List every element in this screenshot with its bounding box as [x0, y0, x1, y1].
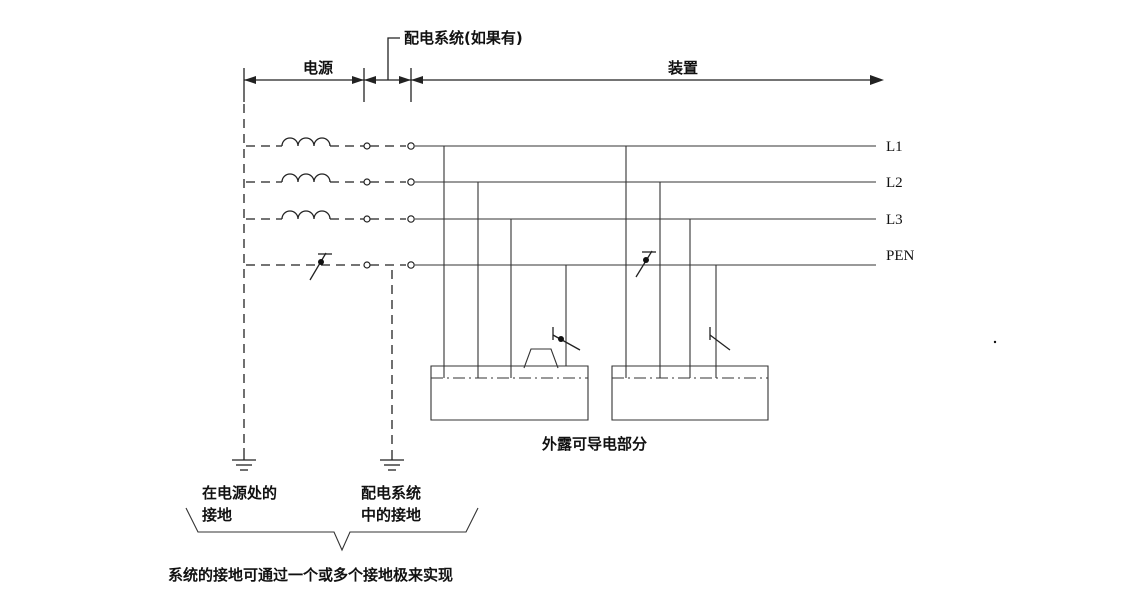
earthing-brace [185, 507, 479, 552]
footer-note: 系统的接地可通过一个或多个接地极来实现 [168, 566, 453, 584]
pen-symbol-equipment [635, 250, 656, 278]
exposed-conductive-parts-label: 外露可导电部分 [541, 435, 647, 453]
equipment-2 [611, 146, 769, 421]
earth-in-distribution-label-2: 中的接地 [361, 506, 421, 524]
winding-l2 [281, 173, 331, 183]
installation-label: 装置 [667, 59, 698, 77]
conductor-pen [246, 252, 876, 281]
conductor-l3 [246, 210, 876, 223]
source-label: 电源 [303, 59, 333, 77]
label-l2: L2 [886, 175, 903, 191]
label-pen: PEN [886, 248, 915, 264]
earth-at-source-label-1: 在电源处的 [202, 484, 277, 502]
conductor-l2 [246, 173, 876, 186]
earth-at-source-label-2: 接地 [202, 506, 232, 524]
winding-l1 [281, 137, 331, 147]
stray-dot [993, 340, 997, 344]
dimension-bar [243, 37, 884, 102]
conductor-l1 [246, 137, 876, 150]
pen-symbol-source [309, 252, 332, 281]
earth-in-distribution-label-1: 配电系统 [361, 484, 421, 502]
winding-l3 [281, 210, 331, 220]
label-l1: L1 [886, 139, 903, 155]
earth-symbol-distribution [380, 450, 404, 471]
label-l3: L3 [886, 212, 903, 228]
distribution-system-label: 配电系统(如果有) [404, 29, 523, 47]
earth-symbol-source [232, 448, 256, 471]
equipment-1 [430, 146, 589, 421]
